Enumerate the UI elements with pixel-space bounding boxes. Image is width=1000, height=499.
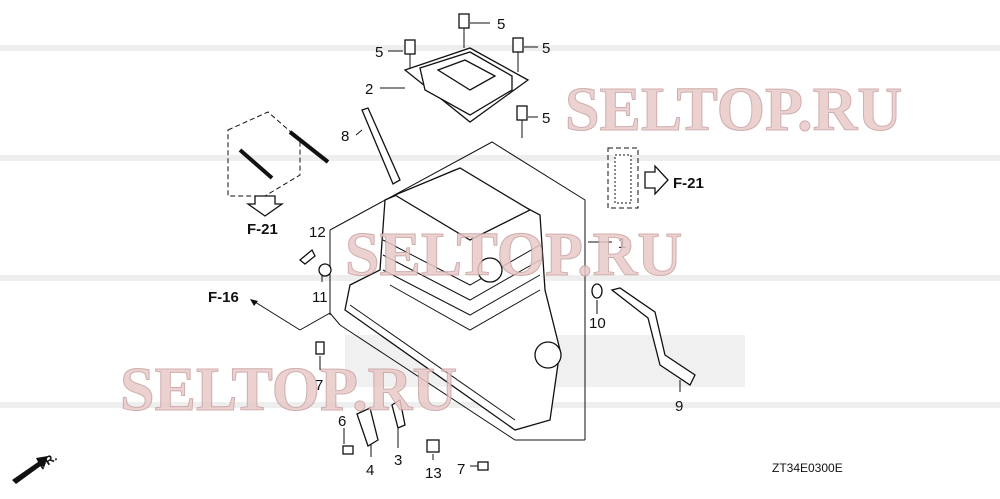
assembly-outline bbox=[329, 141, 586, 440]
callout-12: 12 bbox=[309, 224, 326, 241]
plate-3 bbox=[391, 398, 406, 429]
callout-5: 5 bbox=[497, 16, 505, 33]
diagram-code: ZT34E0300E bbox=[772, 461, 843, 475]
cylinder-head bbox=[344, 167, 562, 431]
dowel-7 bbox=[315, 341, 325, 355]
bolt-5 bbox=[404, 13, 528, 138]
callout-7: 7 bbox=[457, 461, 465, 478]
pipe-9 bbox=[610, 287, 696, 386]
stud-bolt-group bbox=[227, 111, 301, 197]
valve-spring-group bbox=[607, 147, 639, 209]
callout-1: 1 bbox=[618, 235, 626, 252]
callout-5: 5 bbox=[542, 110, 550, 127]
callout-2: 2 bbox=[365, 81, 373, 98]
callout-5: 5 bbox=[375, 44, 383, 61]
f16-arrow-icon bbox=[250, 299, 258, 306]
ref-f16: F-16 bbox=[208, 289, 239, 306]
callout-9: 9 bbox=[675, 398, 683, 415]
watermark: SELTOP.RU bbox=[345, 221, 682, 289]
ref-f21-left: F-21 bbox=[247, 221, 278, 238]
spark-plug bbox=[361, 107, 401, 185]
callout-6: 6 bbox=[338, 413, 346, 430]
callout-13: 13 bbox=[425, 465, 442, 482]
right-arrow-icon bbox=[644, 164, 669, 196]
seal-11 bbox=[318, 263, 332, 277]
leader-lines bbox=[254, 22, 681, 467]
gasket-4 bbox=[356, 407, 379, 447]
head-cover bbox=[403, 47, 530, 123]
part-13 bbox=[426, 439, 440, 453]
watermark: SELTOP.RU bbox=[565, 76, 902, 144]
callout-5: 5 bbox=[542, 40, 550, 57]
callout-7: 7 bbox=[315, 377, 323, 394]
callout-8: 8 bbox=[341, 128, 349, 145]
callout-4: 4 bbox=[366, 462, 374, 479]
dowel-7b bbox=[477, 461, 489, 471]
front-arrow-icon bbox=[12, 456, 48, 484]
ref-f21-right: F-21 bbox=[673, 175, 704, 192]
down-arrow-icon bbox=[245, 195, 285, 217]
bolt-6 bbox=[342, 445, 354, 455]
callout-11: 11 bbox=[312, 289, 328, 306]
callout-3: 3 bbox=[394, 452, 402, 469]
front-label: FR. bbox=[36, 450, 60, 473]
callout-10: 10 bbox=[589, 315, 606, 332]
clip-12 bbox=[298, 248, 316, 265]
watermark: SELTOP.RU bbox=[120, 356, 457, 424]
washer-10 bbox=[591, 283, 603, 299]
